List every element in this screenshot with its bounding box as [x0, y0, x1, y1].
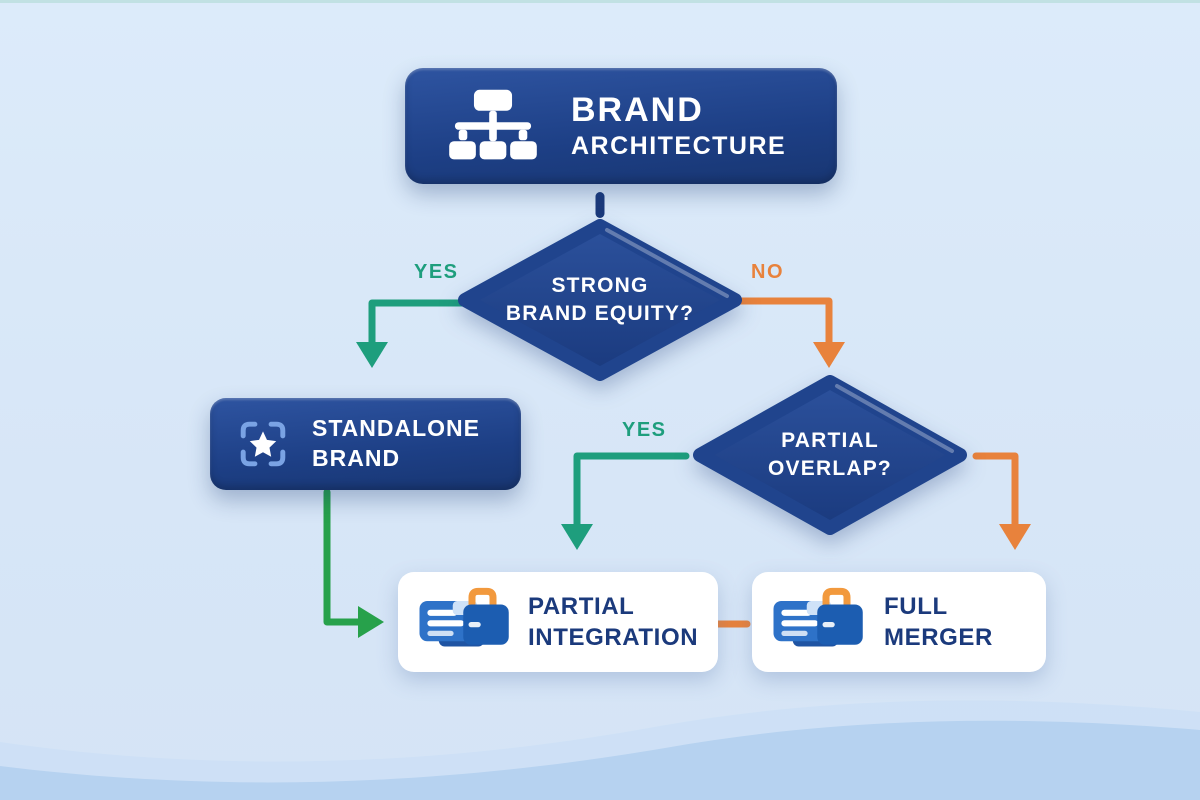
overlap-question-line1: PARTIAL [781, 428, 879, 452]
merger-line2: MERGER [884, 624, 993, 651]
integration-line2: INTEGRATION [528, 624, 699, 651]
merge-cards-icon [416, 585, 514, 659]
integration-line1: PARTIAL [528, 592, 635, 620]
equity-question-line1: STRONG [551, 273, 649, 297]
star-frame-icon [236, 417, 290, 471]
decision-strong-brand-equity: STRONG BRAND EQUITY? [455, 216, 745, 384]
node-standalone-brand: STANDALONE BRAND [210, 398, 521, 490]
equity-question-line2: BRAND EQUITY? [505, 302, 695, 325]
top-accent-strip [0, 0, 1200, 3]
merger-line1: FULL [884, 592, 948, 620]
edge-equity-no-arrow [733, 297, 845, 368]
edge-root-stub [595, 192, 605, 218]
label-equity-yes: YES [414, 261, 459, 283]
label-equity-no: NO [751, 261, 784, 283]
org-chart-icon [447, 86, 539, 166]
edge-overlap-yes-arrow [561, 452, 690, 550]
merge-folder-icon [770, 585, 868, 659]
label-overlap-yes: YES [622, 419, 667, 441]
standalone-line1: STANDALONE [312, 415, 481, 442]
edge-equity-yes-arrow [356, 299, 467, 368]
overlap-question-line2: OVERLAP? [768, 457, 892, 480]
root-title-line2: ARCHITECTURE [571, 131, 787, 160]
decision-partial-overlap: PARTIAL OVERLAP? [690, 372, 970, 538]
node-brand-architecture: BRAND ARCHITECTURE [405, 68, 837, 184]
edge-overlap-no-arrow [972, 452, 1031, 550]
node-partial-integration: PARTIAL INTEGRATION [398, 572, 718, 672]
root-title-line1: BRAND [571, 91, 704, 130]
standalone-line2: BRAND [312, 445, 401, 471]
node-full-merger: FULL MERGER [752, 572, 1046, 672]
edge-standalone-to-integration-arrow [323, 488, 384, 638]
